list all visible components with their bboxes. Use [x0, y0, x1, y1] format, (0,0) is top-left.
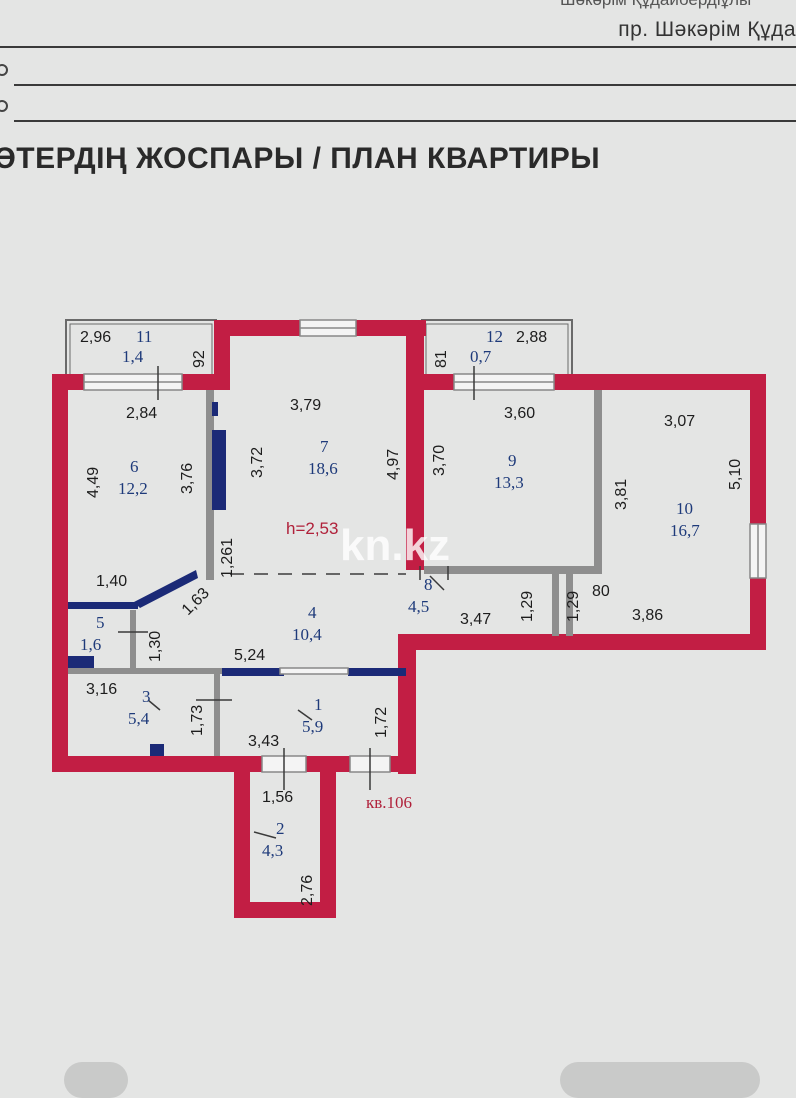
room-area: 12,2 [118, 479, 148, 498]
door-marks [118, 366, 475, 839]
room-number: 3 [142, 687, 151, 706]
room-area: 5,4 [128, 709, 150, 728]
dim-label: 2,84 [126, 405, 157, 422]
dim-label: 2,88 [516, 329, 547, 346]
dim-label: 3,43 [248, 733, 279, 750]
dim-label: 5,10 [727, 459, 744, 490]
partition-walls [68, 402, 406, 756]
ceiling-height: h=2,53 [286, 519, 338, 538]
overlay-control[interactable] [64, 1062, 128, 1098]
dim-label: 4,97 [385, 449, 402, 480]
form-marker [0, 64, 8, 76]
form-rule [14, 84, 796, 86]
room-number: 5 [96, 613, 105, 632]
room-area: 0,7 [470, 347, 492, 366]
dim-label: 92 [191, 350, 208, 368]
watermark: kn.kz [340, 521, 450, 570]
room-number: 1 [314, 695, 323, 714]
dim-label: 3,60 [504, 405, 535, 422]
dim-label: 3,47 [460, 611, 491, 628]
form-rule [0, 46, 796, 48]
dim-label: 3,79 [290, 397, 321, 414]
dim-label: 1,73 [189, 705, 206, 736]
dim-label: 81 [433, 350, 450, 368]
room-number: 9 [508, 451, 517, 470]
dim-label: 2,96 [80, 329, 111, 346]
form-marker [0, 100, 8, 112]
room-area: 16,7 [670, 521, 700, 540]
dim-label: 3,86 [632, 607, 663, 624]
dim-label: 5,24 [234, 647, 265, 664]
apartment-number: кв.106 [366, 793, 412, 812]
room-number: 2 [276, 819, 285, 838]
room-number: 6 [130, 457, 139, 476]
exterior-walls [52, 320, 766, 918]
dim-label: 1,29 [519, 591, 536, 622]
dim-label: 3,72 [249, 447, 266, 478]
dim-label: 1,72 [373, 707, 390, 738]
room-number: 10 [676, 499, 693, 518]
dim-label: 3,70 [431, 445, 448, 476]
room-number: 7 [320, 437, 329, 456]
room-area: 1,4 [122, 347, 144, 366]
dim-label: 1,30 [147, 631, 164, 662]
room-area: 18,6 [308, 459, 338, 478]
dim-label: 1,56 [262, 789, 293, 806]
dim-label: 4,49 [85, 467, 102, 498]
room-area: 10,4 [292, 625, 322, 644]
room-number: 12 [486, 327, 503, 346]
dim-label: 3,07 [664, 413, 695, 430]
room-area: 5,9 [302, 717, 323, 736]
room-area: 1,6 [80, 635, 101, 654]
dim-label: 3,16 [86, 681, 117, 698]
dim-label: 1,261 [219, 538, 236, 578]
dimension-labels: 2,96 92 2,84 4,49 3,76 3,79 3,72 4,97 81… [80, 329, 744, 906]
dim-label: 1,63 [179, 585, 213, 619]
dim-label: 1,29 [565, 591, 582, 622]
dim-label: 2,76 [299, 875, 316, 906]
overlay-control[interactable] [560, 1062, 760, 1098]
room-labels: 1 5,9 2 4,3 3 5,4 4 10,4 5 1,6 6 12,2 7 … [80, 327, 700, 860]
address-line-top: Шәкәрім Құдайбердіұлы [560, 0, 751, 10]
room-area: 4,5 [408, 597, 429, 616]
dim-label: 1,40 [96, 573, 127, 590]
form-rule [14, 120, 796, 122]
room-number: 11 [136, 327, 152, 346]
room-number: 8 [424, 575, 433, 594]
page-title: ӘТЕРДІҢ ЖОСПАРЫ / ПЛАН КВАРТИРЫ [0, 142, 601, 175]
room-area: 4,3 [262, 841, 283, 860]
room-number: 4 [308, 603, 317, 622]
dim-label: 3,81 [613, 479, 630, 510]
room-area: 13,3 [494, 473, 524, 492]
address-line: пр. Шәкәрім Құда [618, 18, 796, 41]
dim-label: 3,76 [179, 463, 196, 494]
dim-label: 80 [592, 583, 610, 600]
